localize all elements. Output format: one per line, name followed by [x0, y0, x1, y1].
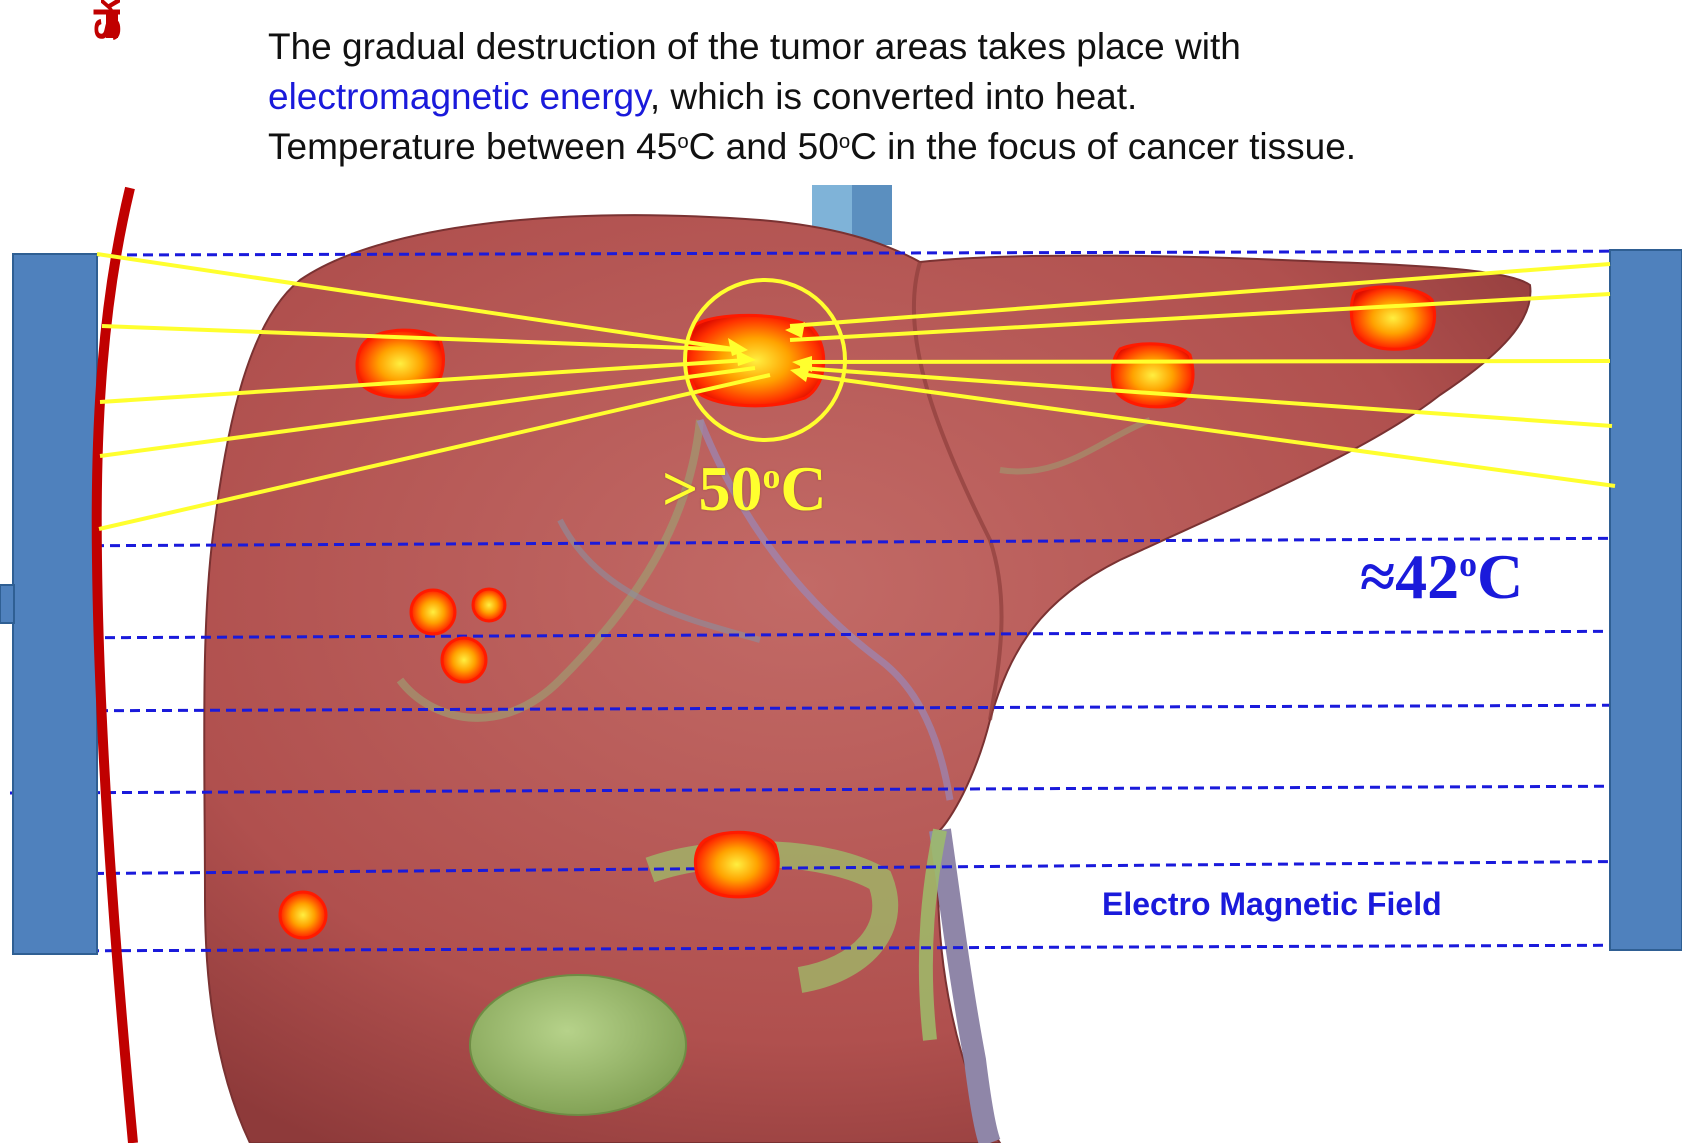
- tumor-hotspot-icon: [442, 638, 486, 682]
- left-plate-tab-icon: [0, 585, 14, 623]
- caption-line-3: Temperature between 45oC and 50oC in the…: [268, 122, 1648, 172]
- surround-temperature-label: ≈42oC: [1360, 540, 1523, 614]
- surround-temp-suffix: C: [1477, 541, 1523, 612]
- skin-label: Skin: [83, 0, 133, 58]
- caption: The gradual destruction of the tumor are…: [268, 22, 1648, 172]
- field-line: [95, 251, 1682, 255]
- tumor-hotspot-icon: [695, 832, 778, 897]
- surround-temp-prefix: ≈42: [1360, 541, 1459, 612]
- focus-temperature-label: >50oC: [662, 452, 827, 526]
- caption-highlight: electromagnetic energy: [268, 76, 650, 117]
- caption-line-2: electromagnetic energy, which is convert…: [268, 72, 1648, 122]
- tumor-hotspot-icon: [1112, 344, 1193, 407]
- degree-superscript: o: [839, 131, 850, 153]
- degree-superscript: o: [762, 456, 780, 496]
- tumor-hotspot-icon: [473, 589, 505, 621]
- caption-line-3-prefix: Temperature between 45: [268, 126, 677, 167]
- tumor-hotspot-icon: [1351, 287, 1434, 349]
- caption-line-3-mid: C and 50: [689, 126, 839, 167]
- focus-temp-suffix: C: [780, 453, 826, 524]
- skin-line: [97, 188, 133, 1143]
- degree-superscript: o: [1459, 544, 1477, 584]
- right-electrode-plate-icon: [1610, 250, 1682, 950]
- left-electrode-plate-icon: [13, 254, 97, 954]
- field-label: Electro Magnetic Field: [1102, 886, 1442, 923]
- tumor-hotspot-icon: [411, 590, 455, 634]
- caption-line-2-rest: , which is converted into heat.: [650, 76, 1137, 117]
- degree-superscript: o: [677, 131, 688, 153]
- caption-line-1: The gradual destruction of the tumor are…: [268, 22, 1648, 72]
- tumor-hotspot-icon: [280, 892, 326, 938]
- caption-line-3-suffix: C in the focus of cancer tissue.: [850, 126, 1356, 167]
- focus-temp-prefix: >50: [662, 453, 762, 524]
